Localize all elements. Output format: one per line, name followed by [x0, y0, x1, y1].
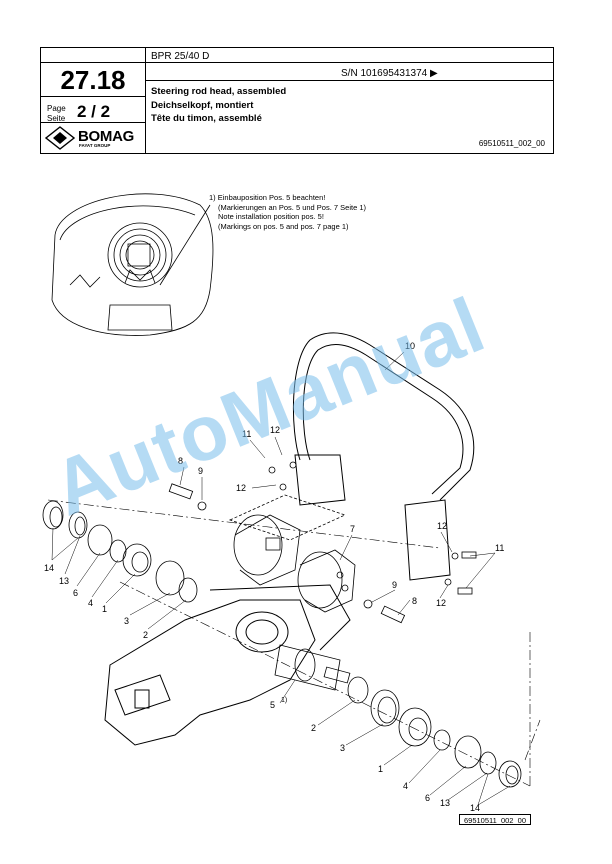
part-label: 9 — [392, 580, 398, 590]
serial-number: S/N 101695431374 ▶ — [341, 68, 438, 79]
part-label: 6 — [425, 793, 431, 803]
page-value: 2 / 2 — [77, 102, 111, 121]
page-title: Steering rod head, assembled Deichselkop… — [151, 85, 286, 126]
part-label-superscript: 1) — [281, 697, 288, 704]
brand-sub: FAYAT GROUP — [79, 143, 111, 148]
note-line: 1) Einbauposition Pos. 5 beachten! — [209, 193, 326, 202]
title-en: Steering rod head, assembled — [151, 86, 287, 97]
part-label: 4 — [88, 598, 94, 608]
right-bearing-stack — [347, 676, 522, 788]
part-label: 1 — [102, 604, 108, 614]
part-label: 5 — [270, 700, 276, 710]
pin — [274, 644, 351, 691]
part-label: 12 — [437, 521, 448, 531]
part-label: 13 — [440, 798, 451, 808]
part-label: 9 — [198, 466, 204, 476]
steering-arm — [104, 584, 351, 746]
part-label: 14 — [44, 563, 55, 573]
part-label: 13 — [59, 576, 70, 586]
part-label: 3 — [340, 743, 346, 753]
leader-lines — [51, 351, 511, 806]
part-label: 12 — [236, 483, 247, 493]
handle-bar — [292, 332, 475, 581]
part-label: 8 — [178, 456, 184, 466]
note-line: (Markierungen an Pos. 5 und Pos. 7 Seite… — [218, 202, 367, 212]
model-name: BPR 25/40 D — [151, 51, 210, 62]
part-label: 2 — [143, 630, 149, 640]
header-table: 27.18 Page Seite 2 / 2 BOMAG FAYAT GROUP… — [40, 47, 554, 154]
part-label: 11 — [495, 543, 505, 553]
part-label: 1 — [378, 764, 384, 774]
bolts-washers — [168, 461, 477, 624]
part-label: 12 — [436, 598, 447, 608]
part-label: 3 — [124, 616, 130, 626]
part-label: 2 — [311, 723, 317, 733]
header-divider — [145, 48, 146, 153]
part-label: 7 — [350, 524, 356, 534]
part-label: 10 — [405, 341, 416, 351]
header-rule — [145, 80, 553, 81]
note-line: Note installation position pos. 5! — [218, 212, 324, 221]
brand-name: BOMAG — [78, 128, 134, 145]
bomag-logo: BOMAG FAYAT GROUP — [44, 126, 141, 150]
header-rule — [41, 122, 145, 123]
section-number: 27.18 — [60, 65, 126, 95]
title-fr: Tête du timon, assemblé — [151, 113, 262, 124]
note-line: (Markings on pos. 5 and pos. 7 page 1) — [218, 221, 349, 231]
center-lines — [47, 499, 541, 787]
diamond-logo-icon — [44, 126, 76, 150]
rubber-blocks — [228, 494, 356, 613]
part-label: 14 — [470, 803, 481, 813]
part-label: 12 — [270, 425, 281, 435]
part-label: 4 — [403, 781, 409, 791]
figure-reference: 69510511_002_00 — [459, 814, 531, 825]
doc-reference: 69510511_002_00 — [478, 139, 545, 148]
header-rule — [41, 62, 553, 63]
part-label: 11 — [242, 429, 252, 439]
part-label: 6 — [73, 588, 79, 598]
header-rule — [41, 96, 145, 97]
title-de: Deichselkopf, montiert — [151, 99, 254, 111]
part-label: 8 — [412, 596, 418, 606]
page-label: Page Seite — [47, 104, 66, 123]
installation-note: 1) Einbauposition Pos. 5 beachten! (Mark… — [209, 193, 366, 231]
detail-inset — [51, 193, 214, 336]
